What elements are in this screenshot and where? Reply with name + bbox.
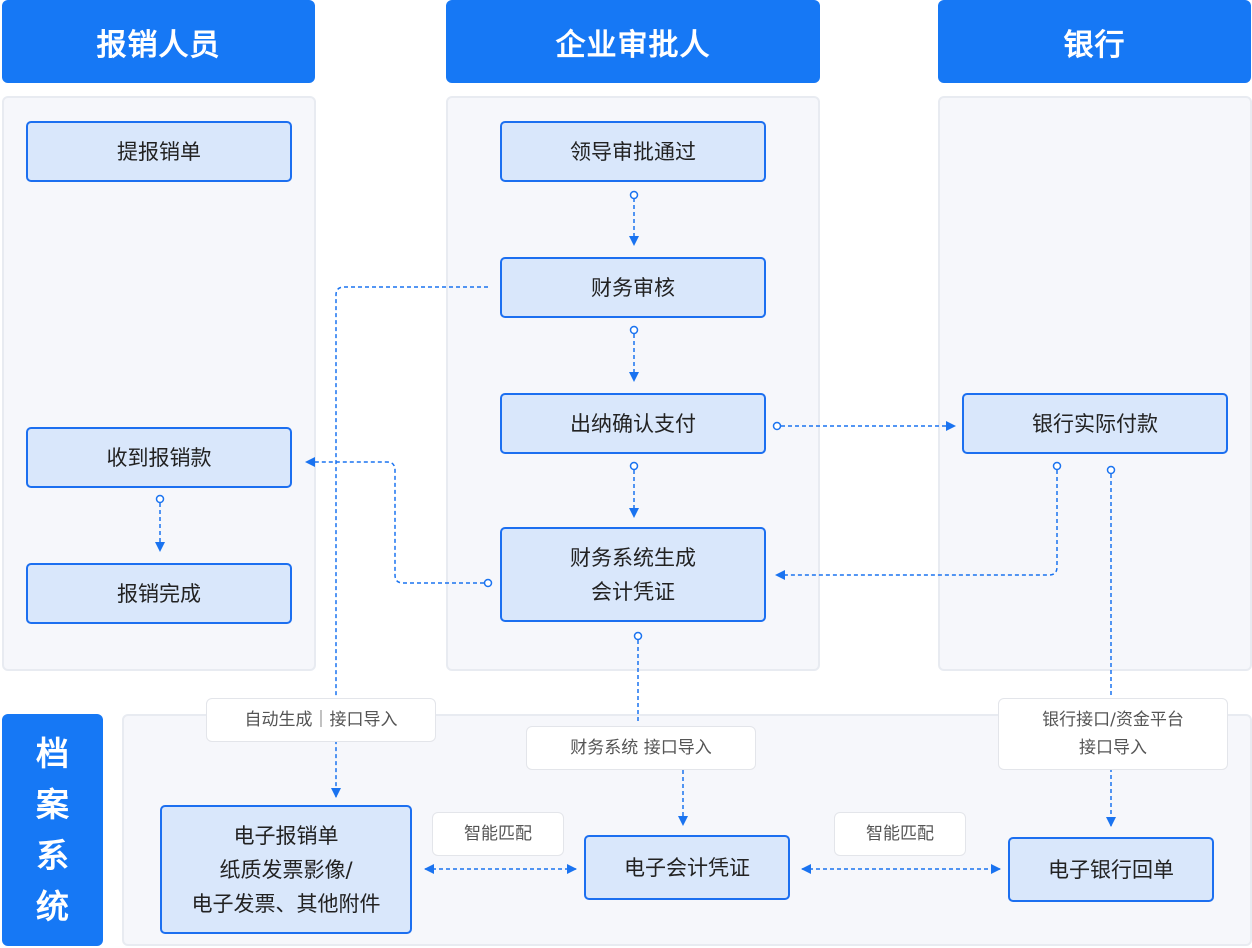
node-receive-payment: 收到报销款 [26,427,292,488]
node-label: 纸质发票影像/ [219,857,353,882]
tag-auto-generate: 自动生成｜接口导入 [206,698,436,742]
tag-finance-system-import: 财务系统 接口导入 [526,726,756,770]
node-label: 领导审批通过 [570,139,696,164]
node-cashier-confirm-payment: 出纳确认支付 [500,393,766,454]
archive-label-char: 档 [36,734,69,773]
node-label: 收到报销款 [106,445,212,470]
tag-label: 银行接口/资金平台 [1042,710,1184,730]
tag-smart-match-right: 智能匹配 [834,812,966,856]
node-label: 银行实际付款 [1032,411,1158,436]
node-label: 电子发票、其他附件 [191,891,381,916]
node-label: 出纳确认支付 [570,411,696,436]
node-e-bank-receipt: 电子银行回单 [1008,837,1214,902]
node-label: 电子报销单 [233,823,339,848]
node-label: 财务系统生成 [570,545,696,570]
node-bank-payment: 银行实际付款 [962,393,1228,454]
tag-label: 接口导入 [1079,738,1147,758]
archive-label-char: 统 [36,887,69,926]
node-e-reimbursement: 电子报销单 纸质发票影像/ 电子发票、其他附件 [160,805,412,934]
node-reimbursement-complete: 报销完成 [26,563,292,624]
node-label: 电子会计凭证 [624,855,750,880]
node-finance-review: 财务审核 [500,257,766,318]
node-generate-voucher: 财务系统生成 会计凭证 [500,527,766,622]
header-reimburser: 报销人员 [2,0,315,83]
tag-label: 智能匹配 [464,824,532,844]
archive-label-char: 案 [36,785,69,824]
tag-label: 自动生成｜接口导入 [244,710,398,730]
node-label: 提报销单 [117,139,201,164]
node-leader-approval: 领导审批通过 [500,121,766,182]
tag-label: 智能匹配 [866,824,934,844]
archive-system-label: 档 案 系 统 [2,714,103,946]
lane-bank [938,96,1252,671]
node-submit-reimbursement: 提报销单 [26,121,292,182]
archive-label-char: 系 [36,836,69,875]
header-approver: 企业审批人 [446,0,820,83]
header-bank: 银行 [938,0,1251,83]
node-label: 会计凭证 [591,579,675,604]
node-label: 电子银行回单 [1048,857,1174,882]
node-e-accounting-voucher: 电子会计凭证 [584,835,790,900]
tag-label: 财务系统 接口导入 [570,738,712,758]
tag-smart-match-left: 智能匹配 [432,812,564,856]
node-label: 财务审核 [591,275,675,300]
tag-bank-import: 银行接口/资金平台 接口导入 [998,698,1228,770]
node-label: 报销完成 [117,581,201,606]
